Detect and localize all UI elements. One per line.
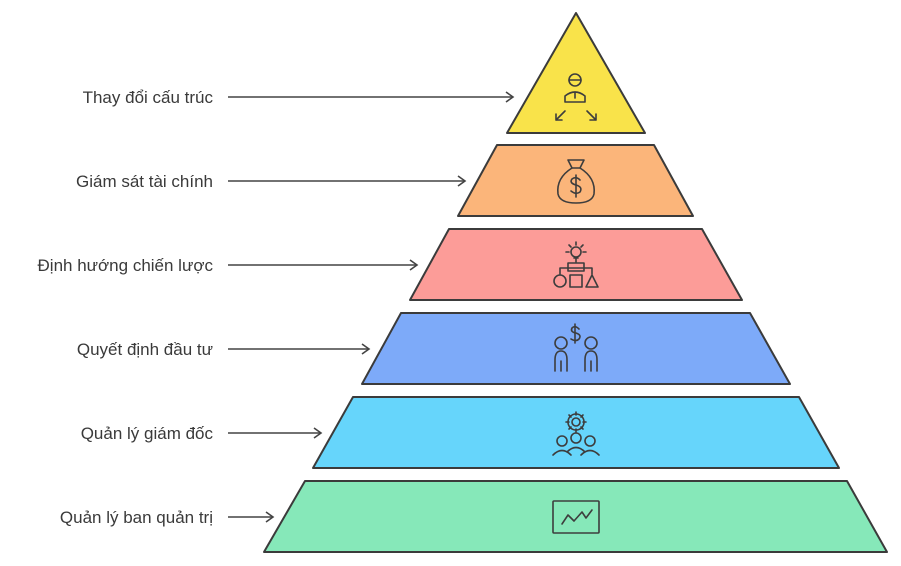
chart-board-icon: [552, 500, 600, 534]
pyramid-level-director-management: Quản lý giám đốc: [81, 396, 840, 469]
investors-icon: [554, 323, 598, 372]
pyramid-level-strategic-direction: Định hướng chiến lược: [38, 228, 743, 301]
level-label: Thay đổi cấu trúc: [83, 88, 214, 107]
team-gear-icon: [552, 411, 600, 456]
pyramid-level-investment-decision: Quyết định đầu tư: [77, 312, 791, 385]
person-arrows-icon: [555, 73, 597, 121]
strategy-idea-icon: [553, 241, 599, 288]
level-label: Quyết định đầu tư: [77, 340, 213, 359]
pyramid-level-structure-change: Thay đổi cấu trúc: [83, 12, 646, 134]
level-label: Quản lý giám đốc: [81, 424, 214, 443]
pyramid-tier-shape: [506, 12, 646, 134]
pyramid-level-board-management: Quản lý ban quản trị: [60, 480, 888, 553]
level-label: Quản lý ban quản trị: [60, 508, 213, 527]
level-label: Định hướng chiến lược: [38, 256, 214, 275]
pyramid-tier-shape: [361, 312, 791, 385]
money-bag-icon: [556, 159, 596, 204]
level-label: Giám sát tài chính: [76, 172, 213, 191]
pyramid-tier-shape: [263, 480, 888, 553]
pyramid-level-financial-oversight: Giám sát tài chính: [76, 144, 694, 217]
pyramid-tier-shape: [409, 228, 743, 301]
